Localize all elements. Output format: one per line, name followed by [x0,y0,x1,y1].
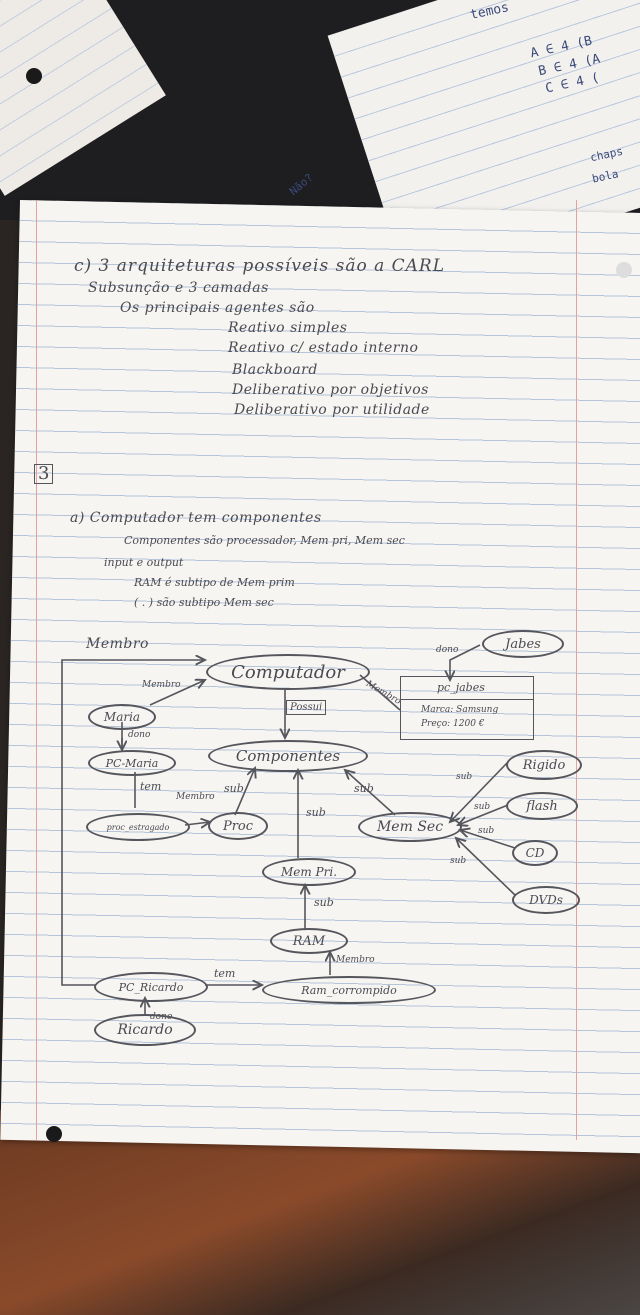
section-3-line: Componentes são processador, Mem pri, Me… [124,534,405,547]
section-c-line: Deliberativo por utilidade [234,402,430,418]
edge-label: Membro [86,636,149,652]
node-cd: CD [512,840,558,866]
pc-jabes-marca: Marca: Samsung [421,705,499,715]
pc-jabes-preco: Preço: 1200 € [421,719,485,729]
node-flash: flash [506,792,578,820]
edge-label: tem [140,780,162,793]
edge-label: sub [314,896,334,909]
edge-membro-loop [61,660,205,986]
edge-label: dono [128,730,151,740]
node-proc: Proc [208,812,268,840]
edge-label: sub [456,772,473,782]
edge-label: sub [450,856,467,866]
edge-label: sub [478,826,495,836]
pc-jabes-divider [401,699,533,700]
section-c-line: Os principais agentes são [120,300,315,316]
node-proc-estragado: proc_estragado [86,813,190,841]
edge-sub-mem-sec [345,770,396,816]
edge-dono-jabes [450,644,481,680]
edge-label: sub [306,806,326,819]
edge-label: sub [354,782,374,795]
section-c-line: Blackboard [232,362,318,378]
node-pc-maria: PC-Maria [88,750,176,776]
section-3-line: RAM é subtipo de Mem prim [134,576,295,589]
node-ram: RAM [270,928,348,954]
node-componentes: Componentes [208,740,368,772]
node-rigido: Rigido [506,750,582,780]
section-3-line: input e output [104,556,184,569]
node-pc-ricardo: PC_Ricardo [94,972,208,1002]
node-maria: Maria [88,704,156,730]
section-c-line: Subsunção e 3 camadas [88,280,269,296]
node-mem-pri: Mem Pri. [262,858,356,886]
edge-label: sub [474,802,491,812]
edge-label: tem [214,967,236,980]
edge-sub-cd [460,830,516,849]
section-c-line: Deliberativo por objetivos [232,382,429,398]
node-jabes: Jabes [482,630,564,658]
binder-hole [26,68,42,84]
edge-label: dono [436,645,459,655]
edge-label: Membro [336,955,375,965]
node-ricardo: Ricardo [94,1014,196,1046]
question-number: 3 [34,464,54,484]
edge-sub-proc [234,768,255,816]
node-ram-corrompido: Ram_corrompido [262,976,436,1004]
section-c-line: Reativo c/ estado interno [228,340,419,356]
node-mem-sec: Mem Sec [358,812,462,842]
section-c-line: Reativo simples [228,320,348,336]
section-c-line: c) 3 arquiteturas possíveis são a CARL [74,256,446,276]
node-dvds: DVDs [512,886,580,914]
node-computador: Computador [206,654,370,690]
binder-hole [616,262,632,278]
pc-jabes-label: pc_jabes [437,681,485,694]
edge-sub-rigido [450,761,509,822]
section-3-line: a) Computador tem componentes [70,510,322,526]
edge-label: sub [224,782,244,795]
edge-membro-jabes [359,674,401,711]
edge-label: Membro [142,680,181,690]
label-possui: Possui [286,700,327,715]
binder-hole [46,1126,62,1142]
pc-jabes-frame: pc_jabes Marca: Samsung Preço: 1200 € [400,676,534,740]
section-3-line: ( . ) são subtipo Mem sec [134,596,274,609]
edge-sub-dvds [456,838,516,896]
edge-label: Membro [176,792,215,802]
edge-maria-membro [149,680,205,706]
edge-sub-flash [458,804,509,825]
